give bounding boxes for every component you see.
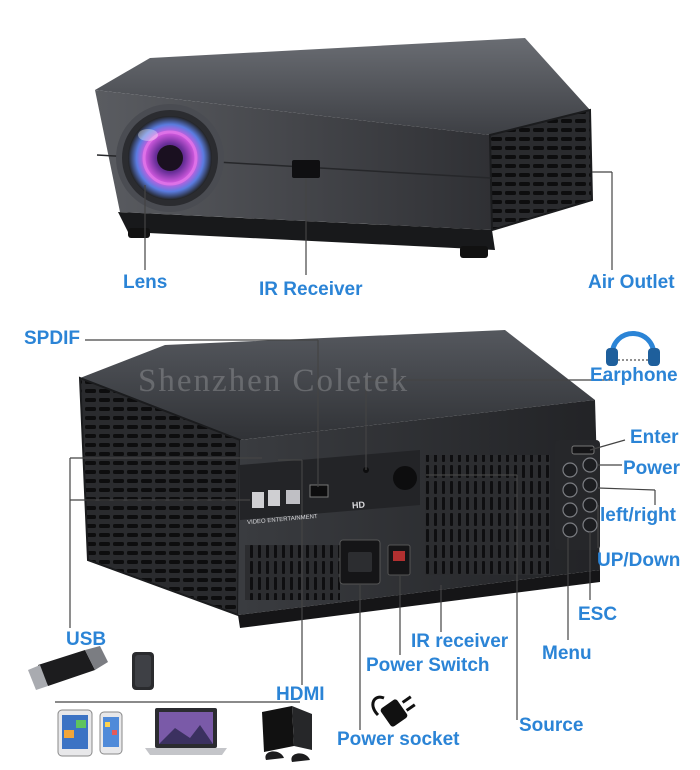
label-air-outlet: Air Outlet xyxy=(588,272,675,293)
usb-flash-drive-icon xyxy=(28,646,108,690)
label-spdif: SPDIF xyxy=(24,328,80,349)
label-enter: Enter xyxy=(630,427,679,448)
label-lens: Lens xyxy=(123,272,168,293)
label-power-switch: Power Switch xyxy=(366,655,490,676)
watermark: Shenzhen Coletek xyxy=(138,363,410,399)
power-plug-icon xyxy=(371,695,416,727)
rear-leader-lines xyxy=(55,339,656,730)
label-left-right: left/right xyxy=(600,505,676,526)
label-esc: ESC xyxy=(578,604,618,625)
label-usb: USB xyxy=(66,629,107,650)
power-bank-icon xyxy=(132,652,154,690)
label-ir-receiver-rear: IR receiver xyxy=(411,631,509,652)
label-power-socket: Power socket xyxy=(337,729,460,750)
label-earphone: Earphone xyxy=(590,365,678,386)
projector-rear-view xyxy=(78,330,600,628)
panel-hd-text: HD xyxy=(351,499,366,511)
label-ir-receiver-front: IR Receiver xyxy=(259,279,363,300)
headphones-icon xyxy=(606,331,660,366)
label-up-down: UP/Down xyxy=(597,550,681,571)
phone-icon xyxy=(99,711,123,755)
tablet-icon xyxy=(57,709,93,757)
label-hdmi: HDMI xyxy=(276,684,325,705)
projector-front-view xyxy=(95,38,594,258)
game-console-icon xyxy=(262,706,312,762)
front-leader-lines xyxy=(144,171,613,275)
label-power: Power xyxy=(623,458,681,479)
label-source: Source xyxy=(519,715,584,736)
laptop-icon xyxy=(145,708,227,755)
label-menu: Menu xyxy=(542,643,592,664)
